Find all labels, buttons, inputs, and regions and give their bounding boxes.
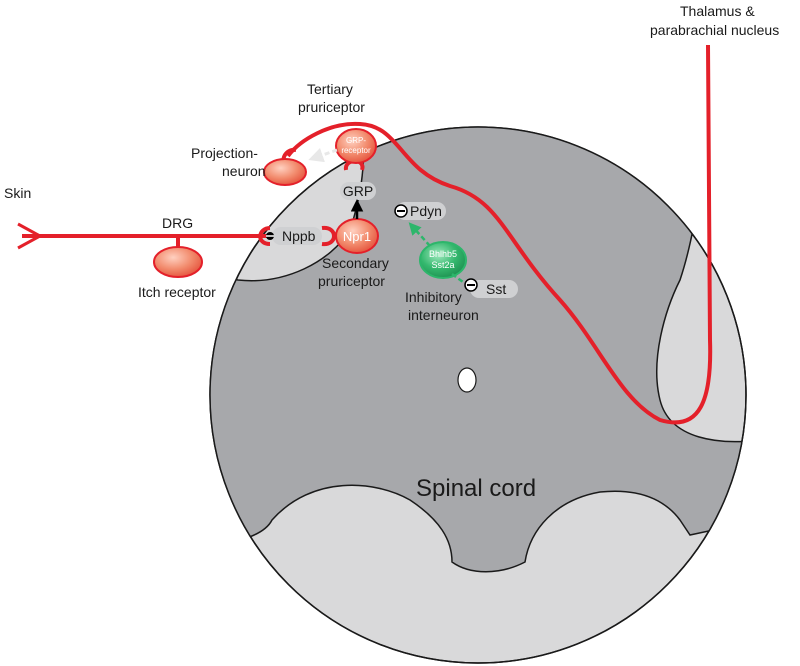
projection-axon	[286, 44, 713, 425]
bhlhb5-to-sst-arrow	[451, 272, 464, 284]
synapse-npr1-icon	[321, 225, 336, 247]
bhlhb5-to-pdyn-arrow	[408, 222, 431, 247]
grp-label: GRP	[343, 183, 373, 199]
npr1-cell: Npr1	[335, 218, 379, 254]
skin-label: Skin	[4, 185, 31, 201]
drg-itch-receptor-cell	[153, 246, 203, 278]
inhibitory-label-line1: Inhibitory	[405, 289, 462, 305]
skin-ending-icon	[17, 222, 44, 250]
central-canal	[457, 367, 477, 393]
tertiary-label-line1: Tertiary	[307, 81, 353, 97]
projection-label-line1: Projection-	[191, 145, 258, 161]
pdyn-label: Pdyn	[410, 203, 442, 219]
synapse-nppb-icon	[258, 226, 271, 246]
drg-label: DRG	[162, 215, 193, 231]
spinal-cord-label: Spinal cord	[416, 475, 536, 502]
secondary-label-line2: pruriceptor	[318, 273, 385, 289]
grp-receptor-label-line2: receptor	[341, 146, 371, 155]
nppb-pill: Nppb	[266, 227, 322, 245]
grp-pill: GRP	[340, 182, 376, 200]
spinal-cord	[209, 126, 747, 664]
inhibitory-label-line2: interneuron	[408, 307, 479, 323]
sst-pill: Sst	[464, 278, 518, 298]
grp-receptor-label-line1: GRP-	[346, 136, 366, 145]
sst-label: Sst	[486, 281, 506, 297]
tertiary-label-line2: pruriceptor	[298, 99, 365, 115]
thalamus-label-line2: parabrachial nucleus	[650, 22, 779, 38]
projection-label-line2: neuron	[222, 163, 266, 179]
bhlhb5-label: Bhlhb5	[429, 249, 457, 259]
pdyn-pill: Pdyn	[394, 202, 446, 220]
projection-neuron-cell	[263, 158, 307, 186]
inhibitory-interneuron-cell: Bhlhb5 Sst2a	[419, 241, 467, 279]
secondary-label-line1: Secondary	[322, 255, 389, 271]
thalamus-label-line1: Thalamus &	[680, 3, 755, 19]
grp-receptor-cell: GRP- receptor	[335, 128, 377, 164]
sst2a-label: Sst2a	[431, 260, 454, 270]
npr1-label: Npr1	[343, 229, 371, 244]
grpr-to-projection-arrow	[308, 147, 338, 163]
itch-receptor-label: Itch receptor	[138, 284, 216, 300]
labels: Thalamus & parabrachial nucleus Skin DRG…	[4, 3, 779, 502]
signal-arrows	[308, 147, 464, 284]
nppb-label: Nppb	[282, 228, 316, 244]
